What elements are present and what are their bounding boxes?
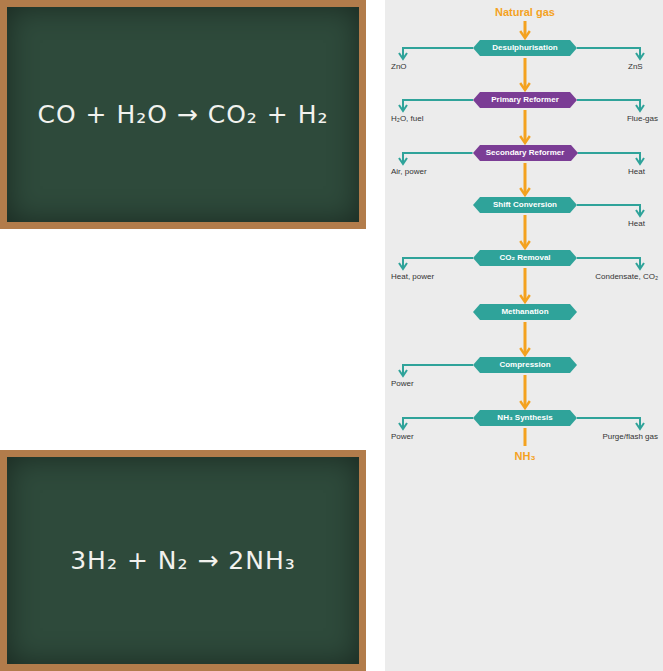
side-stream-arrow bbox=[577, 205, 640, 215]
process-box: CO₂ Removal bbox=[473, 250, 577, 266]
box-outline bbox=[473, 304, 577, 320]
process-label: Secondary Reformer bbox=[473, 145, 578, 161]
process-box: Primary Reformer bbox=[473, 92, 577, 108]
process-label: Primary Reformer bbox=[473, 92, 577, 108]
process-box: Methanation bbox=[473, 304, 577, 320]
side-stream-arrow bbox=[403, 48, 473, 58]
side-stream-arrow bbox=[577, 48, 640, 58]
flow-label: Power bbox=[391, 432, 414, 442]
flow-label: ZnO bbox=[391, 62, 407, 72]
flow-label: NH₃ bbox=[515, 450, 536, 463]
process-label: Methanation bbox=[473, 304, 577, 320]
box-outline bbox=[473, 410, 577, 426]
flow-label: Power bbox=[391, 379, 414, 389]
undefined bbox=[524, 428, 527, 446]
feed-arrow bbox=[524, 21, 527, 37]
flow-label: Heat, power bbox=[391, 272, 434, 282]
box-outline bbox=[473, 40, 577, 56]
flow-label: Air, power bbox=[391, 167, 427, 177]
side-stream-arrow bbox=[403, 418, 473, 428]
box-outline bbox=[473, 92, 577, 108]
flow-label: ZnS bbox=[628, 62, 643, 72]
side-stream-arrow bbox=[577, 100, 640, 110]
flow-arrow bbox=[524, 215, 527, 247]
box-outline bbox=[473, 250, 577, 266]
equation-text: CO + H₂O → CO₂ + H₂ bbox=[37, 100, 328, 129]
process-label: Shift Conversion bbox=[473, 197, 577, 213]
process-label: NH₃ Synthesis bbox=[473, 410, 577, 426]
flow-label: Condensate, CO₂ bbox=[595, 272, 658, 282]
chalkboard: CO + H₂O → CO₂ + H₂ bbox=[0, 0, 366, 229]
process-label: CO₂ Removal bbox=[473, 250, 577, 266]
process-label: Desulphurisation bbox=[473, 40, 577, 56]
flow-label: Heat bbox=[628, 219, 645, 229]
equation-text: 3H₂ + N₂ → 2NH₃ bbox=[70, 546, 296, 575]
chalkboard: 3H₂ + N₂ → 2NH₃ bbox=[0, 450, 366, 671]
side-stream-arrow bbox=[577, 258, 640, 268]
box-outline bbox=[473, 197, 577, 213]
box-outline bbox=[473, 145, 578, 161]
process-box: NH₃ Synthesis bbox=[473, 410, 577, 426]
side-stream-arrow bbox=[403, 100, 473, 110]
flow-arrow bbox=[524, 58, 527, 89]
process-box: Desulphurisation bbox=[473, 40, 577, 56]
side-stream-arrow bbox=[578, 153, 641, 163]
side-stream-arrow bbox=[403, 365, 473, 375]
flow-label: Natural gas bbox=[495, 6, 555, 19]
flow-arrow bbox=[524, 110, 527, 142]
flow-arrow bbox=[524, 268, 527, 301]
flow-label: Purge/flash gas bbox=[602, 432, 658, 442]
flow-arrow bbox=[524, 322, 527, 354]
box-outline bbox=[473, 357, 577, 373]
flow-label: H₂O, fuel bbox=[391, 114, 423, 124]
flow-label: Flue-gas bbox=[627, 114, 658, 124]
side-stream-arrow bbox=[577, 418, 640, 428]
flow-arrow bbox=[524, 163, 527, 194]
process-box: Shift Conversion bbox=[473, 197, 577, 213]
side-stream-arrow bbox=[403, 258, 473, 268]
side-stream-arrow bbox=[403, 153, 473, 163]
process-label: Compression bbox=[473, 357, 577, 373]
flow-arrow bbox=[524, 375, 527, 407]
process-box: Secondary Reformer bbox=[473, 145, 578, 161]
process-box: Compression bbox=[473, 357, 577, 373]
flow-label: Heat bbox=[628, 167, 645, 177]
